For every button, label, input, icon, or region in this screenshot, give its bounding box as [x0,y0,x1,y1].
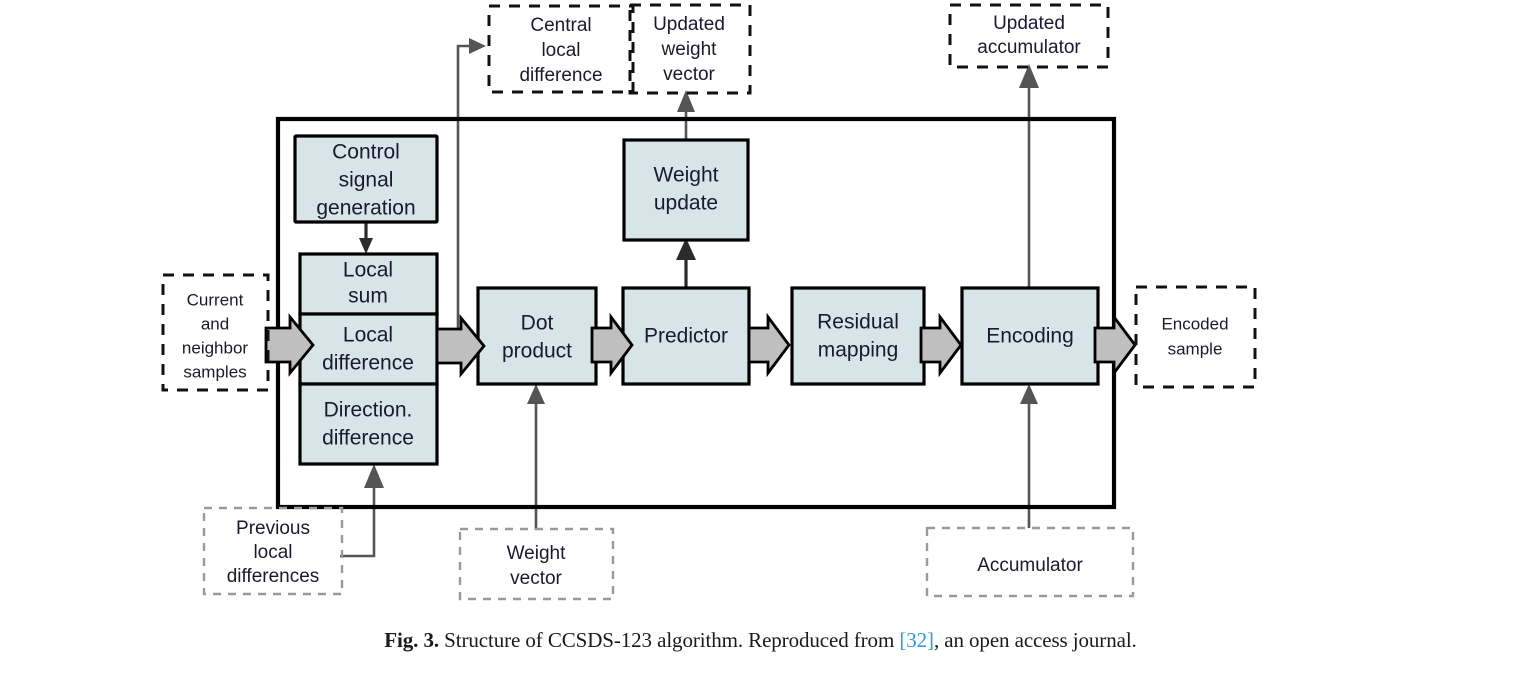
arrowhead-encoding-input [1020,384,1038,404]
arrowhead-updated-weight-vector [677,90,695,112]
arrowhead-dot-product-input [527,384,545,404]
caption-reference-link[interactable]: [32] [899,628,934,652]
updated-accumulator-line-2: accumulator [977,37,1081,58]
node-updated-accumulator: Updated accumulator [948,3,1110,69]
block-encoding[interactable]: Encoding [960,286,1100,386]
updated-weight-vector-line-3: vector [663,64,715,85]
central-local-difference-line-3: difference [519,65,602,86]
central-local-difference-line-2: local [541,40,580,61]
flow-arrow-encoding-to-encoded-sample [1093,312,1137,378]
connector-weight-update-to-updated-weight-vector [677,90,695,140]
previous-local-differences-line-1: Previous [236,518,310,539]
block-control-signal-generation[interactable]: Control signal generation [293,134,439,224]
connector-local-difference-to-central-local-difference [456,38,486,332]
local-difference-line-1: Local [343,324,393,347]
block-directional-difference[interactable]: Direction. difference [298,382,439,466]
control-signal-generation-line-3: generation [316,197,415,220]
dot-product-line-2: product [502,340,572,363]
caption-text-after: , an open access journal. [933,628,1137,652]
node-accumulator: Accumulator [925,526,1135,598]
residual-mapping-line-2: mapping [818,339,899,362]
connector-dot-product-to-weight-update [676,238,696,290]
directional-difference-line-1: Direction. [324,399,413,422]
updated-weight-vector-line-1: Updated [653,14,725,35]
previous-local-differences-line-3: differences [227,566,320,587]
algorithm-boundary-frame [275,116,1117,510]
local-sum-line-2: sum [348,285,388,308]
arrowhead-local-sum-input [359,238,373,254]
current-and-neighbor-samples-line-2: and [201,314,229,333]
block-residual-mapping[interactable]: Residual mapping [790,286,926,386]
node-encoded-sample: Encoded sample [1134,285,1257,389]
block-local-difference[interactable]: Local difference [298,312,439,386]
local-sum-line-1: Local [343,259,393,282]
node-previous-local-differences: Previous local differences [202,506,344,596]
flow-arrow-dot-product-to-predictor [590,312,634,378]
flow-arrow-residual-mapping-to-encoding [919,312,963,378]
encoded-sample-line-1: Encoded [1161,314,1228,333]
control-signal-generation-line-2: signal [339,169,394,192]
control-signal-generation-line-1: Control [332,141,400,164]
figure-caption: Fig. 3. Structure of CCSDS-123 algorithm… [0,628,1521,653]
predictor-label: Predictor [644,325,728,348]
residual-mapping-line-1: Residual [817,311,899,334]
block-dot-product[interactable]: Dot product [476,286,598,386]
flow-arrow-samples-to-local-difference [264,313,315,377]
connector-previous-local-differences-to-directional-difference [340,464,384,558]
encoding-label: Encoding [986,325,1074,348]
directional-difference-line-2: difference [322,427,414,450]
encoded-sample-line-2: sample [1168,339,1223,358]
flow-arrow-local-difference-to-dot-product [435,314,486,378]
block-weight-update[interactable]: Weight update [622,138,750,242]
caption-text-before: Structure of CCSDS-123 algorithm. Reprod… [444,628,895,652]
weight-vector-line-2: vector [510,568,562,589]
weight-update-line-2: update [654,192,718,215]
updated-weight-vector-line-2: weight [661,39,718,60]
block-predictor[interactable]: Predictor [621,286,751,386]
connector-encoding-to-updated-accumulator [1019,64,1039,288]
dot-product-line-1: Dot [521,312,554,335]
current-and-neighbor-samples-line-3: neighbor [182,338,249,357]
accumulator-label: Accumulator [977,555,1083,576]
caption-figure-number: Fig. 3. [384,628,439,652]
node-central-local-difference: Central local difference [487,4,635,94]
central-local-difference-line-1: Central [530,15,591,36]
arrowhead-updated-accumulator [1019,64,1039,88]
block-local-sum[interactable]: Local sum [298,252,439,316]
arrowhead-directional-difference-input [364,464,384,488]
node-weight-vector: Weight vector [458,527,615,601]
node-current-and-neighbor-samples: Current and neighbor samples [161,273,270,392]
arrowhead-weight-update-input [676,238,696,260]
updated-accumulator-line-1: Updated [993,13,1065,34]
arrowhead-central-local-difference [469,38,486,54]
weight-update-line-1: Weight [654,164,719,187]
flow-arrow-predictor-to-residual-mapping [747,312,791,378]
connector-control-signal-to-local-sum [359,222,373,254]
current-and-neighbor-samples-line-4: samples [183,362,246,381]
previous-local-differences-line-2: local [253,542,292,563]
local-difference-line-2: difference [322,352,414,375]
current-and-neighbor-samples-line-1: Current [187,290,244,309]
weight-vector-line-1: Weight [507,543,567,564]
node-updated-weight-vector: Updated weight vector [628,3,752,95]
